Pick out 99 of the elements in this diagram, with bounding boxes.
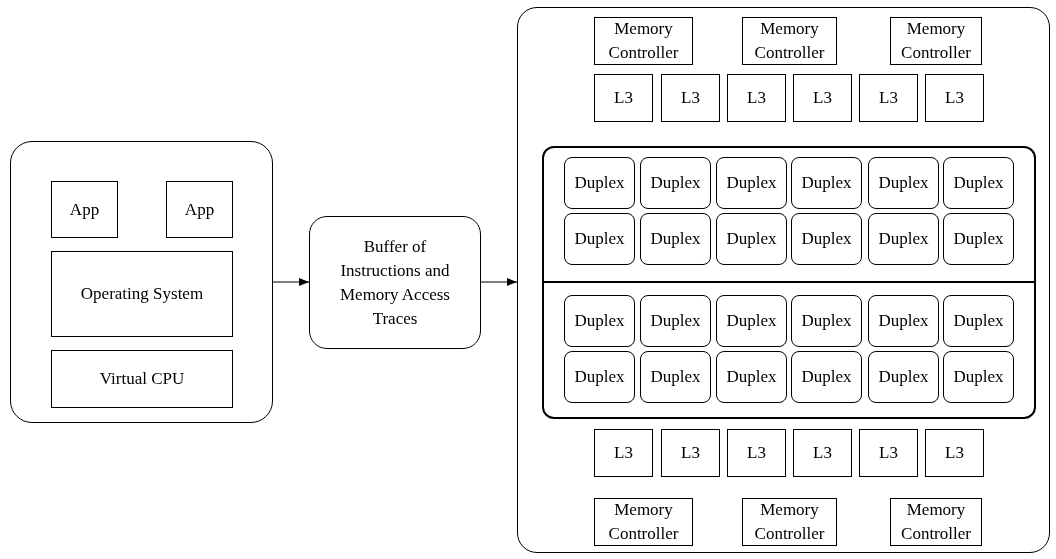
arrow (272, 278, 310, 286)
process-box (868, 157, 939, 209)
box-label: L3 (878, 442, 899, 464)
process-box (793, 74, 852, 122)
box-label: L3 (746, 87, 767, 109)
process-box (793, 429, 852, 477)
process-box (859, 429, 918, 477)
process-box (51, 350, 233, 408)
box-label: Duplex (573, 228, 626, 250)
container-box (542, 146, 1036, 419)
box-label: Virtual CPU (98, 368, 186, 390)
box-label: Duplex (800, 310, 853, 332)
process-box (309, 216, 481, 349)
process-box (564, 157, 635, 209)
box-label: Duplex (649, 172, 702, 194)
box-label: Duplex (952, 228, 1005, 250)
process-box (791, 295, 862, 347)
box-label: Duplex (877, 310, 930, 332)
box-label: Duplex (877, 172, 930, 194)
box-label: L3 (944, 442, 965, 464)
process-box (868, 351, 939, 403)
process-box (742, 498, 837, 546)
box-label: Duplex (649, 366, 702, 388)
box-label: App (68, 198, 101, 221)
process-box (727, 429, 786, 477)
process-box (925, 429, 984, 477)
box-label: Duplex (573, 310, 626, 332)
process-box (661, 74, 720, 122)
box-label: Duplex (649, 228, 702, 250)
process-box (925, 74, 984, 122)
box-label: Duplex (952, 366, 1005, 388)
box-label: Buffer of Instructions and Memory Access Traces (339, 235, 451, 330)
process-box (594, 74, 653, 122)
process-box (890, 17, 982, 65)
box-label: Duplex (877, 366, 930, 388)
process-box (564, 213, 635, 265)
process-box (943, 157, 1014, 209)
container-box (517, 7, 1050, 553)
box-label: Operating System (79, 283, 205, 305)
process-box (890, 498, 982, 546)
process-box (594, 17, 693, 65)
arrow (480, 278, 518, 286)
process-box (640, 295, 711, 347)
process-box (716, 213, 787, 265)
process-box (594, 498, 693, 546)
box-label: Duplex (649, 310, 702, 332)
box-label: L3 (613, 87, 634, 109)
box-label: Duplex (952, 310, 1005, 332)
box-label: Duplex (800, 366, 853, 388)
box-label: Memory Controller (900, 18, 972, 64)
box-label: L3 (680, 442, 701, 464)
box-label: Memory Controller (753, 499, 826, 545)
process-box (859, 74, 918, 122)
box-label: L3 (878, 87, 899, 109)
process-box (943, 351, 1014, 403)
box-label: Duplex (877, 228, 930, 250)
process-box (868, 213, 939, 265)
process-box (716, 157, 787, 209)
process-box (594, 429, 653, 477)
process-box (868, 295, 939, 347)
box-label: L3 (944, 87, 965, 109)
container-box (10, 141, 273, 423)
process-box (661, 429, 720, 477)
box-label: L3 (680, 87, 701, 109)
process-box (166, 181, 233, 238)
box-label: L3 (812, 87, 833, 109)
process-box (51, 251, 233, 337)
process-box (564, 295, 635, 347)
box-label: Duplex (800, 172, 853, 194)
box-label: L3 (812, 442, 833, 464)
box-label: Duplex (573, 172, 626, 194)
process-box (51, 181, 118, 238)
process-box (791, 213, 862, 265)
process-box (791, 351, 862, 403)
box-label: Duplex (725, 172, 778, 194)
process-box (943, 213, 1014, 265)
box-label: Duplex (573, 366, 626, 388)
process-box (640, 351, 711, 403)
process-box (791, 157, 862, 209)
process-box (640, 157, 711, 209)
box-label: Duplex (725, 310, 778, 332)
box-label: App (183, 198, 216, 221)
box-label: Memory Controller (607, 499, 680, 545)
process-box (716, 351, 787, 403)
process-box (564, 351, 635, 403)
process-box (727, 74, 786, 122)
box-label: Memory Controller (753, 18, 826, 64)
process-box (716, 295, 787, 347)
box-label: Duplex (725, 366, 778, 388)
box-label: Duplex (800, 228, 853, 250)
box-label: Duplex (952, 172, 1005, 194)
box-label: Memory Controller (900, 499, 972, 545)
box-label: Duplex (725, 228, 778, 250)
box-label: L3 (613, 442, 634, 464)
process-box (742, 17, 837, 65)
process-box (640, 213, 711, 265)
box-label: L3 (746, 442, 767, 464)
box-label: Memory Controller (607, 18, 680, 64)
process-box (943, 295, 1014, 347)
